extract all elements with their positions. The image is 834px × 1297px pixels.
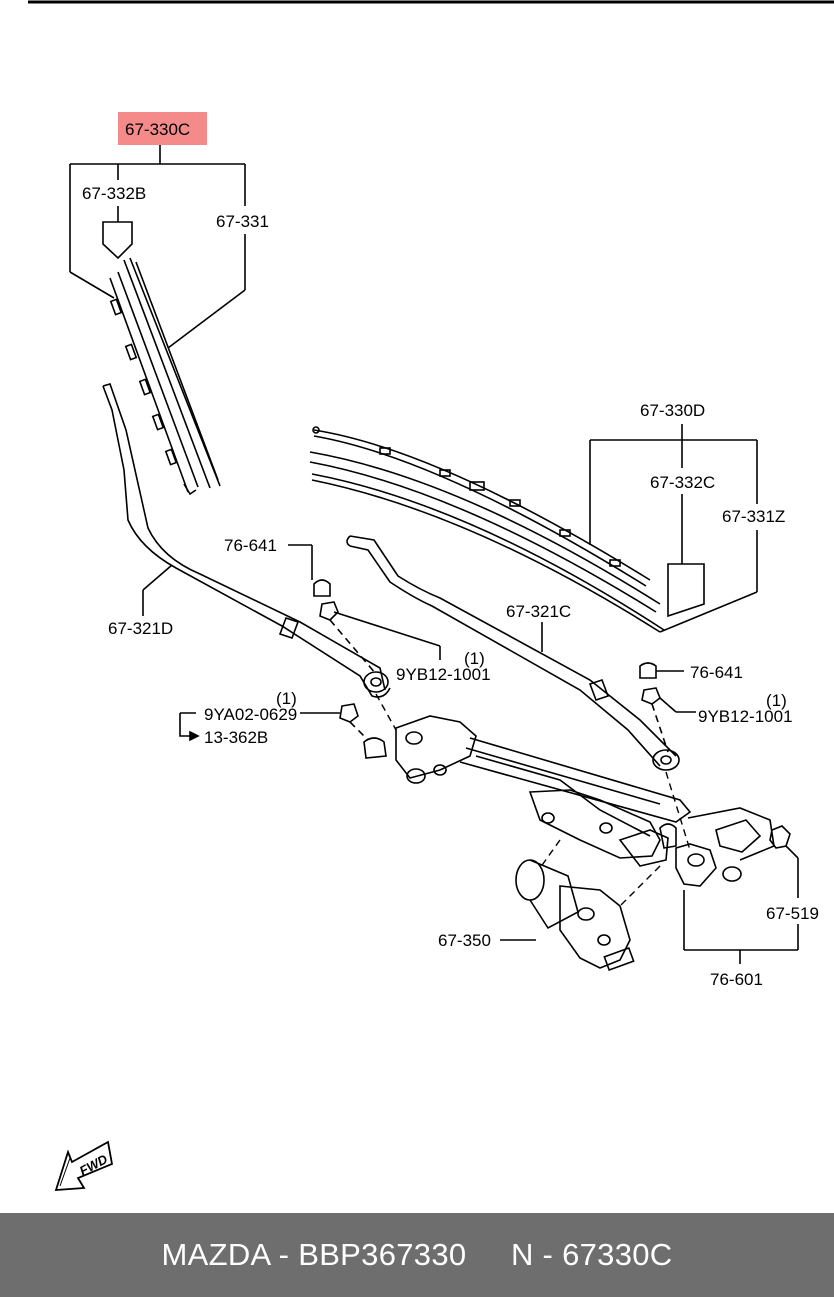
label-67-519: 67-519	[766, 904, 819, 923]
callout-lines-67-321D	[142, 564, 173, 616]
left-cap-nut	[288, 544, 441, 675]
label-qty-9YA02: (1)	[276, 689, 297, 708]
label-13-362B: 13-362B	[204, 728, 268, 747]
label-67-321D: 67-321D	[108, 619, 173, 638]
nut-9YA02-0629	[179, 703, 369, 742]
label-76-601: 76-601	[710, 970, 763, 989]
label-67-330C: 67-330C	[125, 120, 190, 139]
label-qty-left: (1)	[464, 649, 485, 668]
wiper-linkage-assembly	[363, 715, 775, 887]
right-wiper-arm	[346, 535, 680, 771]
footer-bar: MAZDA - BBP367330 N - 67330C	[0, 1213, 834, 1297]
label-67-332C: 67-332C	[650, 473, 715, 492]
label-67-332B: 67-332B	[82, 184, 146, 203]
label-9YA02-0629: 9YA02-0629	[204, 705, 297, 724]
label-qty-right: (1)	[766, 691, 787, 710]
label-67-330D: 67-330D	[640, 401, 705, 420]
callout-lines-left-blade	[69, 145, 246, 349]
part-67-519	[683, 825, 799, 964]
label-9YB12-1001-right: 9YB12-1001	[698, 707, 793, 726]
label-67-321C: 67-321C	[506, 602, 571, 621]
fwd-label: FWD	[77, 1151, 111, 1178]
label-76-641-left: 76-641	[224, 536, 277, 555]
label-9YB12-1001-left: 9YB12-1001	[396, 665, 491, 684]
wiper-parts-diagram: 67-330C 67-332B 67-331 67-321D 76-64	[28, 0, 834, 1191]
assembly-guide-lines	[375, 693, 691, 907]
highlight-67-330C	[118, 112, 207, 145]
right-cap-nut	[639, 662, 696, 753]
footer-part-info: MAZDA - BBP367330 N - 67330C	[161, 1237, 673, 1272]
left-wiper-blade	[109, 257, 221, 496]
callout-lines-right-blade	[589, 424, 758, 633]
label-67-331: 67-331	[216, 212, 269, 231]
fwd-arrow-icon	[54, 1140, 114, 1191]
right-wiper-blade	[309, 426, 665, 633]
label-67-350: 67-350	[438, 931, 491, 950]
wiper-motor	[500, 859, 635, 972]
label-67-331Z: 67-331Z	[722, 507, 785, 526]
label-76-641-right: 76-641	[690, 663, 743, 682]
left-wiper-arm	[102, 383, 391, 698]
